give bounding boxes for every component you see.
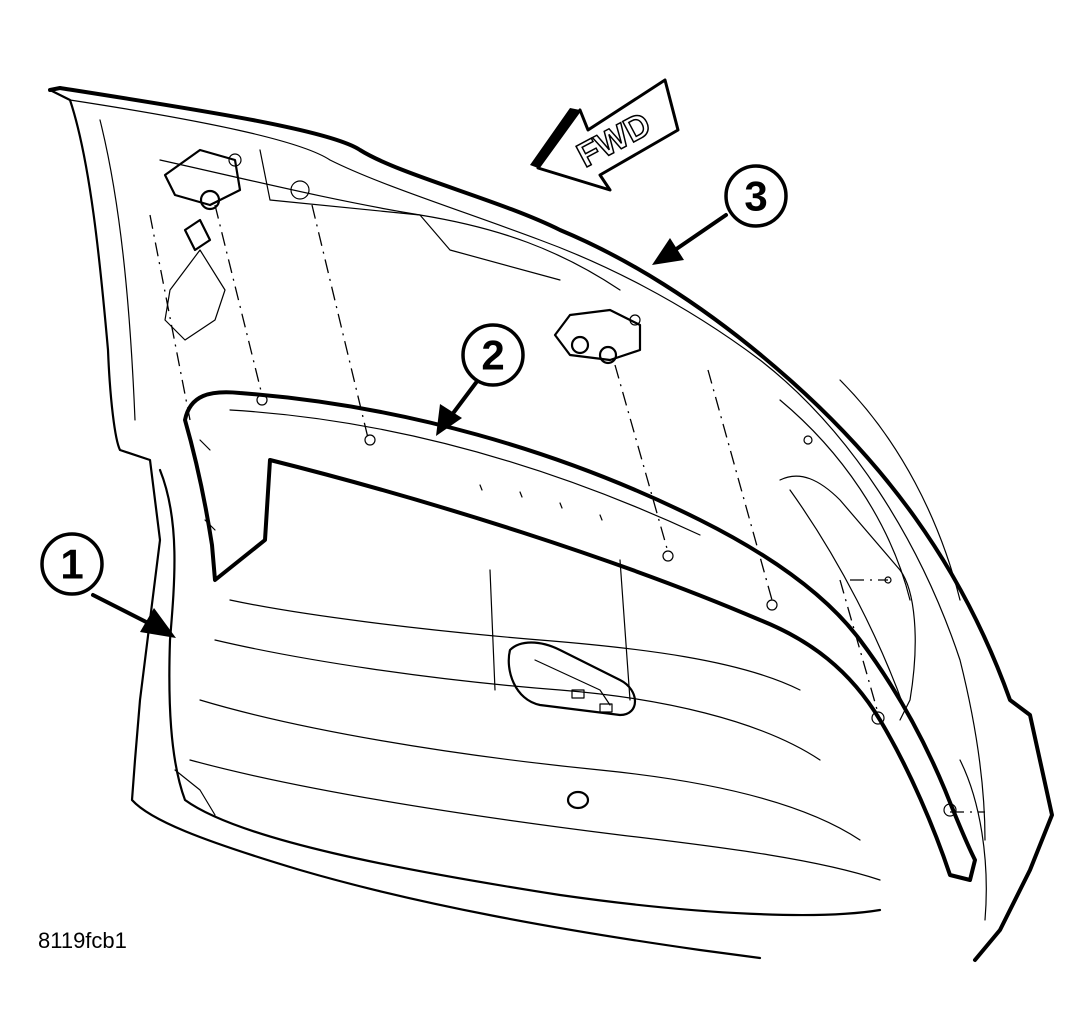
callout-3: 3	[724, 164, 788, 228]
arrow-head-1	[140, 608, 176, 638]
liftgate-panel	[48, 86, 1054, 962]
callout-1-label: 1	[60, 541, 83, 588]
callout-3-label: 3	[744, 173, 767, 220]
clips	[256, 394, 957, 817]
callout-2: 2	[461, 323, 525, 387]
forward-arrow-icon	[536, 78, 680, 192]
callout-arrows	[91, 213, 728, 638]
forward-arrow-shadow	[530, 108, 580, 168]
hinge-left	[163, 148, 310, 341]
forward-arrow: FWD	[530, 78, 680, 192]
header-trim	[183, 390, 977, 882]
arrow-head-2	[436, 404, 462, 436]
callout-1: 1	[40, 532, 104, 596]
callout-2-label: 2	[481, 332, 504, 379]
hinge-right	[553, 308, 813, 445]
arrow-head-3	[652, 238, 684, 265]
alignment-lines	[149, 204, 985, 813]
figure-id: 8119fcb1	[38, 928, 127, 953]
trim-panel	[158, 468, 916, 917]
